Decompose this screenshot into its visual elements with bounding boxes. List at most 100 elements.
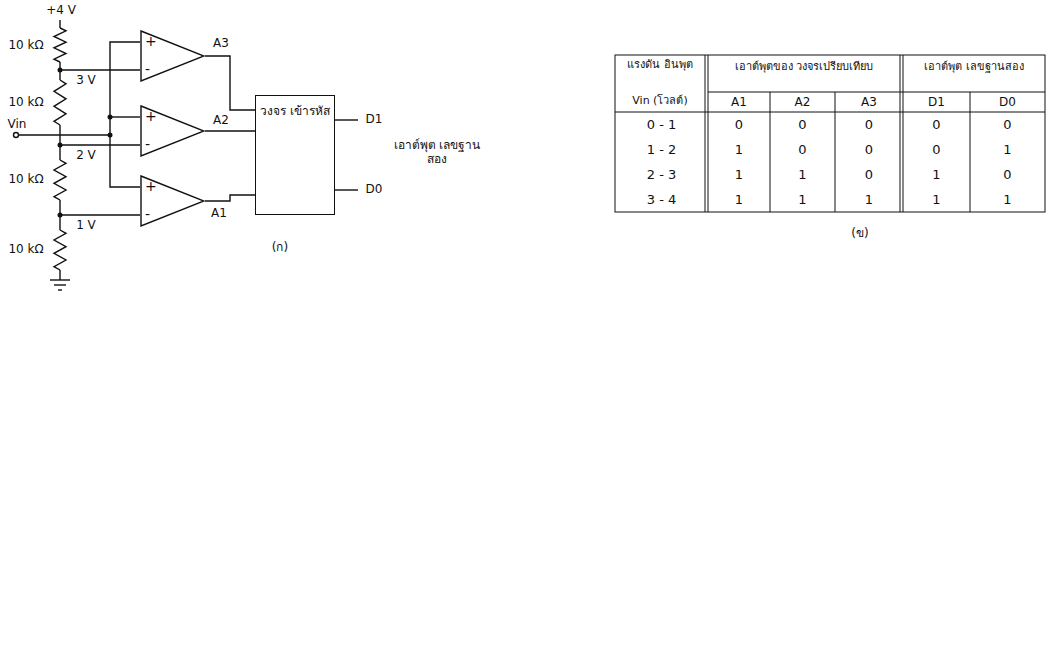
ground-symbol xyxy=(58,289,62,290)
circuit-label: 3 V xyxy=(70,73,102,87)
junction-dot xyxy=(108,133,113,138)
table-cell: 0 xyxy=(708,117,770,133)
ground-symbol xyxy=(54,284,66,285)
circuit-label: 10 kΩ xyxy=(2,95,50,109)
table-cell: 0 - 1 xyxy=(615,117,708,133)
table-cell: แรงดัน อินพุต xyxy=(615,58,705,71)
pin-sign: - xyxy=(145,136,150,152)
table-rule xyxy=(770,92,771,212)
circuit-label: (ข) xyxy=(838,226,882,240)
table-cell: 0 xyxy=(970,167,1045,183)
ground-symbol xyxy=(50,279,70,280)
comparator-triangle xyxy=(141,106,204,156)
table-rule xyxy=(708,92,1045,93)
table-cell: 1 xyxy=(903,167,970,183)
table-cell: 1 xyxy=(770,167,835,183)
junction-dot xyxy=(108,115,113,120)
table-cell: 1 xyxy=(903,192,970,208)
signal-wire xyxy=(205,195,255,201)
circuit-label: D0 xyxy=(361,182,387,196)
table-cell: 1 - 2 xyxy=(615,142,708,158)
rail-wire xyxy=(59,20,60,28)
table-cell: 0 xyxy=(835,117,903,133)
circuit-label: 1 V xyxy=(70,218,102,232)
circuit-label: 10 kΩ xyxy=(2,172,50,186)
resistor-symbol xyxy=(54,160,66,200)
circuit-label: เอาต์พุต เลขฐานสอง xyxy=(392,138,482,167)
signal-name: A2 xyxy=(212,113,230,127)
table-cell: D0 xyxy=(970,95,1045,109)
circuit-label: Vin xyxy=(2,117,32,131)
table-cell: 1 xyxy=(970,142,1045,158)
output-wire xyxy=(335,189,358,190)
reference-wire xyxy=(60,69,140,70)
table-cell: 0 xyxy=(835,142,903,158)
table-cell: 0 xyxy=(970,117,1045,133)
circuit-label: 10 kΩ xyxy=(2,242,50,256)
table-cell: 3 - 4 xyxy=(615,192,708,208)
pin-sign: + xyxy=(145,178,157,194)
table-cell: 1 xyxy=(770,192,835,208)
table-border xyxy=(615,55,1045,212)
comparator-symbol: +- xyxy=(140,175,205,227)
table-cell: 1 xyxy=(708,142,770,158)
table-grid xyxy=(615,55,1045,212)
table-rule xyxy=(705,55,706,212)
table-cell: 1 xyxy=(970,192,1045,208)
resistor-symbol xyxy=(54,28,66,62)
signal-wire xyxy=(205,130,255,131)
table-cell: 2 - 3 xyxy=(615,167,708,183)
table-rule xyxy=(615,112,1045,113)
signal-wire xyxy=(205,56,255,110)
input-terminal xyxy=(14,133,19,138)
input-wire xyxy=(110,116,140,117)
pin-sign: + xyxy=(145,33,157,49)
circuit-label: D1 xyxy=(361,112,387,126)
circuit-label: 10 kΩ xyxy=(2,38,50,52)
input-bus xyxy=(110,42,140,187)
circuit-label: (ก) xyxy=(258,240,302,254)
input-wire xyxy=(18,134,110,135)
comparator-symbol: +- xyxy=(140,30,205,82)
resistor-symbol xyxy=(54,80,66,125)
comparator-symbol: +- xyxy=(140,105,205,157)
table-cell: A3 xyxy=(835,95,903,109)
box-label: วงจร เข้ารหัส xyxy=(260,104,330,120)
table-cell: A2 xyxy=(770,95,835,109)
table-cell: เอาต์พุต เลขฐานสอง xyxy=(903,60,1045,73)
table-cell: 0 xyxy=(835,167,903,183)
rail-wire xyxy=(59,270,60,280)
table-cell: เอาต์พุตของ วงจรเปรียบเทียบ xyxy=(708,60,900,73)
table-cell: 0 xyxy=(903,142,970,158)
pin-sign: + xyxy=(145,108,157,124)
resistor-symbol xyxy=(54,230,66,270)
table-cell: 0 xyxy=(770,117,835,133)
encoder-box: วงจร เข้ารหัส xyxy=(255,95,335,215)
circuit-label: 2 V xyxy=(70,148,102,162)
pin-sign: - xyxy=(145,206,150,222)
table-rule xyxy=(708,55,709,212)
junction-dot xyxy=(58,143,63,148)
table-cell: 1 xyxy=(835,192,903,208)
table-cell: 1 xyxy=(708,192,770,208)
table-cell: Vin (โวลต์) xyxy=(615,94,705,107)
signal-name: A3 xyxy=(212,36,230,50)
circuit-label: +4 V xyxy=(36,3,86,17)
junction-dot xyxy=(58,68,63,73)
output-wire xyxy=(335,119,358,120)
table-cell: A1 xyxy=(708,95,770,109)
junction-dot xyxy=(58,213,63,218)
pin-sign: - xyxy=(145,61,150,77)
table-cell: D1 xyxy=(903,95,970,109)
reference-wire xyxy=(60,144,140,145)
table-rule xyxy=(970,92,971,212)
table-rule xyxy=(900,55,901,212)
comparator-triangle xyxy=(141,176,204,226)
signal-name: A1 xyxy=(210,206,228,220)
table-cell: 0 xyxy=(770,142,835,158)
table-cell: 1 xyxy=(708,167,770,183)
table-rule xyxy=(903,55,904,212)
